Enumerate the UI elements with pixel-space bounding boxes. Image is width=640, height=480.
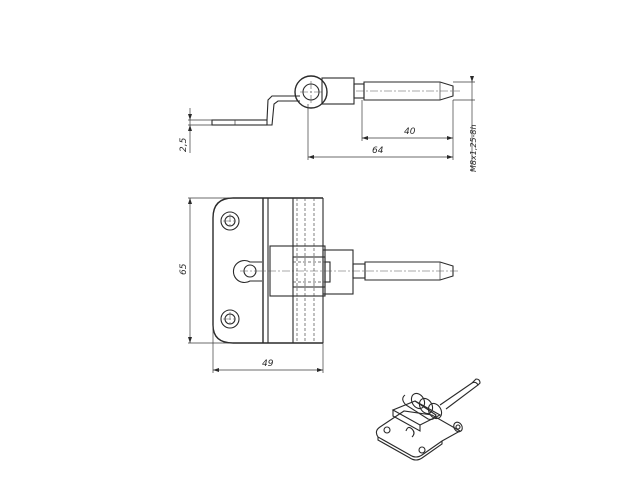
plate-flat (211, 119, 268, 126)
dim-overall-length: 64 (307, 100, 454, 160)
dim-height: 65 (179, 197, 233, 344)
dim-thickness: 2,5 (179, 108, 212, 153)
isometric-view (375, 378, 481, 461)
hinge-leaf (212, 197, 263, 344)
front-view: 65 49 (179, 197, 458, 373)
side-view: 2,5 40 64 M8x1,25-8h (179, 75, 478, 172)
dim-height-label: 65 (179, 263, 189, 275)
plate-bend (266, 95, 300, 121)
dim-thread: M8x1,25-8h (453, 76, 478, 172)
dim-width: 49 (212, 325, 324, 373)
dim-width-label: 49 (262, 359, 274, 369)
dim-overall-length-label: 64 (372, 146, 384, 156)
mounting-hole-top (220, 211, 240, 231)
hinge-knuckle (294, 75, 328, 109)
dim-thickness-label: 2,5 (179, 137, 189, 152)
mounting-hole-bottom (220, 309, 240, 329)
dim-pin-length-label: 40 (404, 127, 416, 137)
dim-pin-length: 40 (361, 100, 453, 141)
dim-thread-label: M8x1,25-8h (469, 124, 478, 172)
keyhole-slot (232, 259, 262, 284)
